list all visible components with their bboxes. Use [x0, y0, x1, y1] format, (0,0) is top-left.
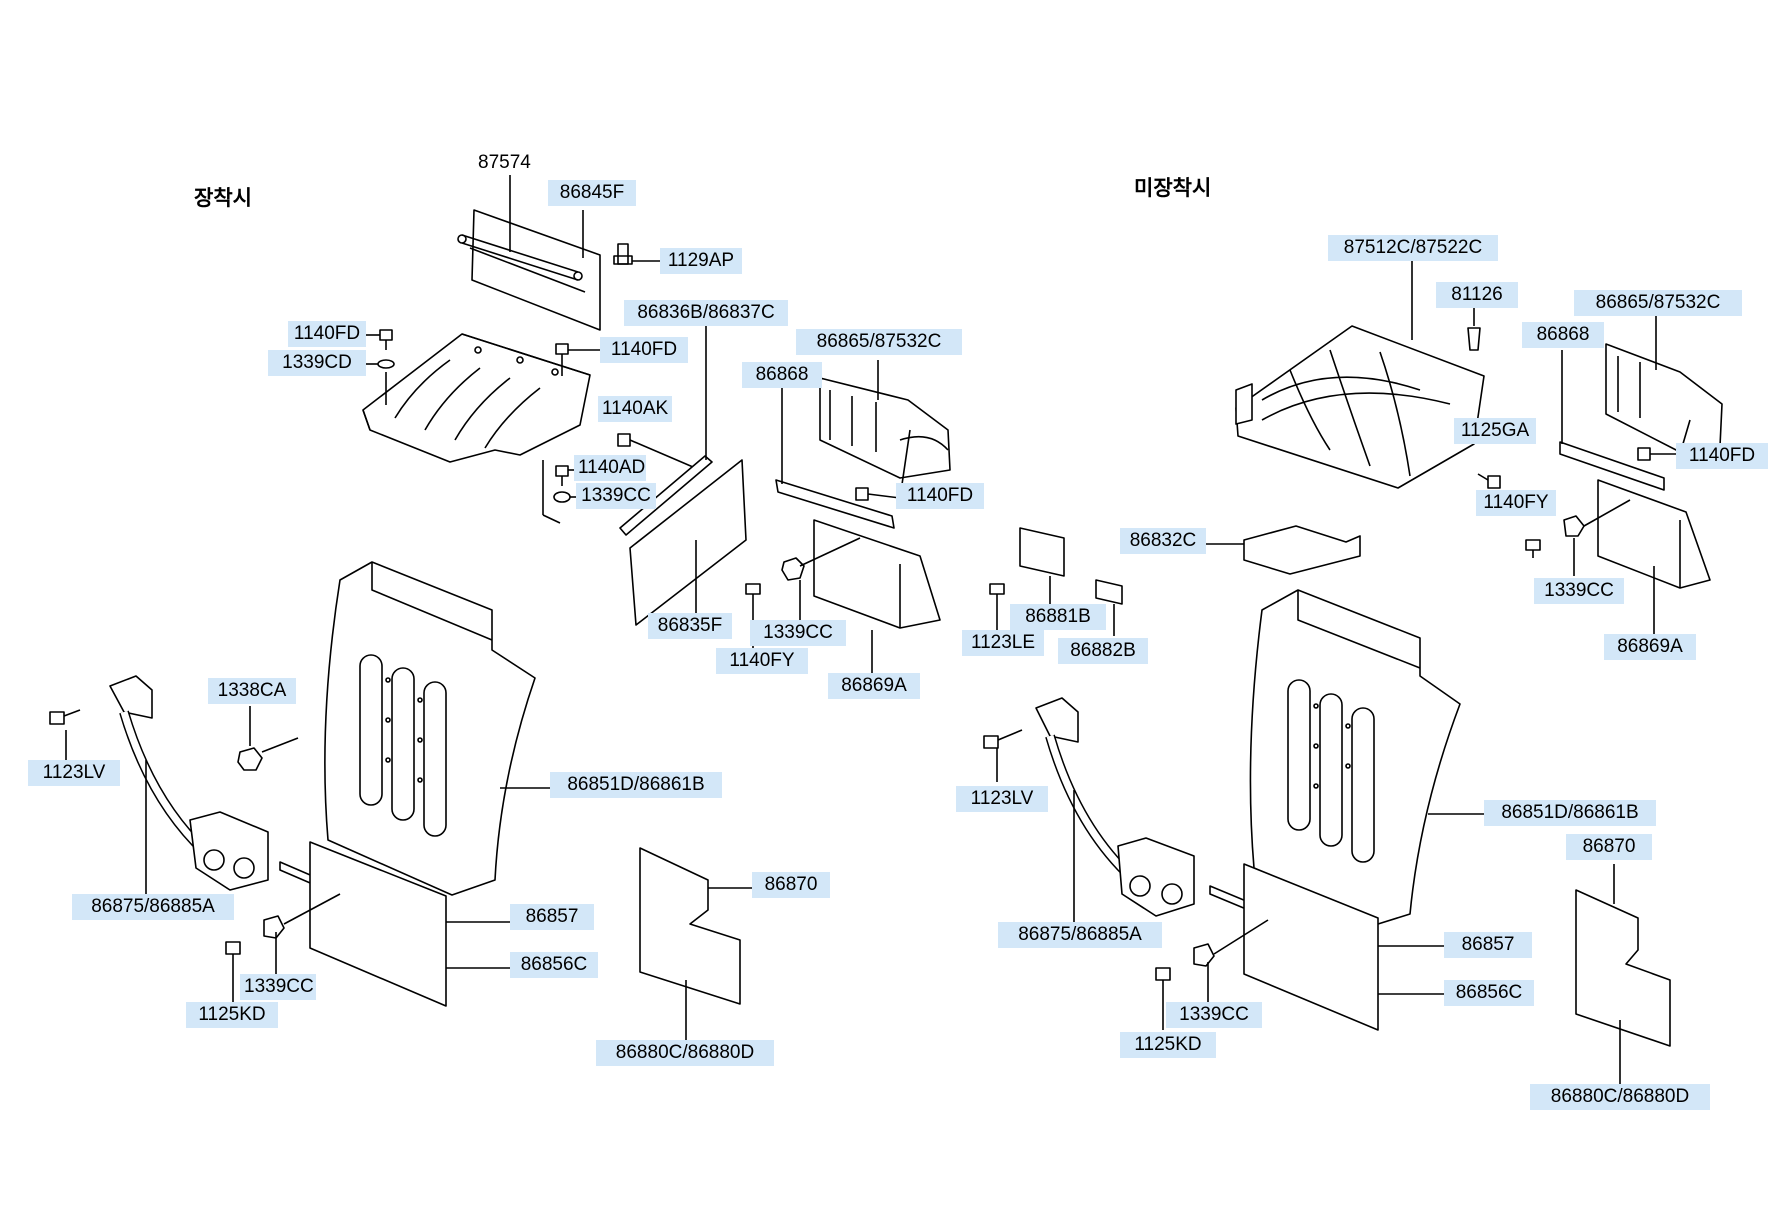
part-label-86868-left[interactable]: 86868 — [742, 362, 822, 388]
bracket-86836b — [619, 316, 747, 626]
part-label-86869a-right[interactable]: 86869A — [1604, 634, 1696, 660]
support-plate-left — [362, 333, 591, 463]
part-label-1140fd-a[interactable]: 1140FD — [288, 321, 366, 347]
part-label-86857-left[interactable]: 86857 — [510, 904, 594, 930]
part-label-1125kd-right[interactable]: 1125KD — [1120, 1032, 1216, 1058]
part-label-1140ak[interactable]: 1140AK — [598, 396, 672, 422]
part-label-86835f[interactable]: 86835F — [648, 613, 732, 639]
part-label-81126[interactable]: 81126 — [1436, 282, 1518, 308]
flap-86856c-right — [1243, 863, 1448, 1031]
clip-81126 — [1467, 302, 1481, 351]
plate-86881b — [1019, 527, 1065, 606]
flap-86856c-left — [309, 841, 512, 1007]
part-label-86865-right[interactable]: 86865/87532C — [1574, 290, 1742, 316]
flap-86880c-right — [1575, 864, 1671, 1086]
bolt-1125ga — [1477, 473, 1501, 489]
part-label-1339cc-b[interactable]: 1339CC — [750, 620, 846, 646]
bolt-1125kd-right — [1155, 967, 1171, 1030]
nut-1339cc-right-a — [1563, 499, 1631, 576]
bolt-1123le — [989, 583, 1005, 632]
part-label-86880c-right[interactable]: 86880C/86880D — [1530, 1084, 1710, 1110]
part-label-86856c-right[interactable]: 86856C — [1444, 980, 1534, 1006]
part-label-1125ga[interactable]: 1125GA — [1454, 418, 1536, 444]
part-label-86875-left[interactable]: 86875/86885A — [72, 894, 234, 920]
part-label-86870-left[interactable]: 86870 — [752, 872, 830, 898]
part-label-1123lv-right[interactable]: 1123LV — [956, 786, 1048, 812]
bolt-1125kd-left — [225, 941, 241, 1004]
part-label-86851d-left[interactable]: 86851D/86861B — [550, 772, 722, 798]
mudguard-86851d-left — [324, 561, 560, 896]
part-label-1140fy-left[interactable]: 1140FY — [716, 648, 808, 674]
flap-86880c-left — [639, 847, 756, 1050]
bracket-86832c — [1202, 525, 1361, 575]
part-label-86832c[interactable]: 86832C — [1120, 528, 1206, 554]
part-label-1140fd-b[interactable]: 1140FD — [600, 337, 688, 363]
bar-86868-right — [1559, 350, 1665, 491]
cover-86865-right — [1605, 316, 1723, 453]
part-label-86856c-left[interactable]: 86856C — [510, 952, 598, 978]
part-label-1140fd-right[interactable]: 1140FD — [1676, 443, 1768, 469]
part-label-86845f[interactable]: 86845F — [548, 180, 636, 206]
part-label-86865-left[interactable]: 86865/87532C — [796, 329, 962, 355]
bolt-1123lv-left — [49, 709, 81, 760]
part-label-1123lv-left[interactable]: 1123LV — [28, 760, 120, 786]
bar-86868-left — [775, 384, 895, 529]
part-label-1339cc-c[interactable]: 1339CC — [240, 974, 316, 1000]
nut-1339cc-right-b — [1193, 919, 1269, 1008]
part-label-86875-right[interactable]: 86875/86885A — [998, 922, 1162, 948]
part-label-1339cc-a[interactable]: 1339CC — [576, 483, 656, 509]
bolt-1140fd-b — [555, 343, 602, 376]
plate-86882b — [1095, 579, 1123, 636]
bolt-1140ak — [617, 433, 701, 471]
part-label-1140ad[interactable]: 1140AD — [574, 455, 646, 481]
section-title-installed: 장착시 — [194, 186, 252, 210]
part-label-86870-right[interactable]: 86870 — [1566, 834, 1652, 860]
part-label-86869a-left[interactable]: 86869A — [828, 673, 920, 699]
nut-1338ca — [237, 706, 299, 771]
guard-86869a-left — [813, 519, 941, 678]
nut-1339cc-c — [263, 893, 341, 982]
part-label-1140fd-c[interactable]: 1140FD — [896, 483, 984, 509]
part-label-1339cc-right-b[interactable]: 1339CC — [1166, 1002, 1262, 1028]
part-label-1338ca[interactable]: 1338CA — [208, 678, 296, 704]
part-label-1339cc-right-a[interactable]: 1339CC — [1534, 578, 1624, 604]
part-label-87512c[interactable]: 87512C/87522C — [1328, 235, 1498, 261]
bolt-1140fd-a — [366, 329, 393, 350]
part-label-1125kd-left[interactable]: 1125KD — [186, 1002, 278, 1028]
part-label-86836b[interactable]: 86836B/86837C — [624, 300, 788, 326]
part-label-86857-right[interactable]: 86857 — [1444, 932, 1532, 958]
arm-86875-right — [1035, 697, 1195, 922]
bolt-1123lv-right — [983, 729, 1023, 782]
part-label-87574[interactable]: 87574 — [478, 152, 531, 173]
part-label-86868-right[interactable]: 86868 — [1522, 322, 1604, 348]
part-label-86881b[interactable]: 86881B — [1010, 604, 1106, 630]
bolt-1140fy-right — [1525, 539, 1541, 558]
part-label-1123le[interactable]: 1123LE — [962, 630, 1044, 656]
part-label-86882b[interactable]: 86882B — [1058, 638, 1148, 664]
washer-1339cd — [366, 359, 395, 369]
guard-86869a-right — [1597, 479, 1711, 634]
part-label-1140fy-right[interactable]: 1140FY — [1476, 490, 1556, 516]
part-label-86851d-right[interactable]: 86851D/86861B — [1484, 800, 1656, 826]
mudguard-86851d-right — [1249, 589, 1490, 925]
part-label-1129ap[interactable]: 1129AP — [660, 248, 742, 274]
tray-87512c — [1235, 256, 1485, 489]
cover-86865-left — [819, 360, 951, 479]
arm-86875-left — [109, 675, 269, 895]
part-label-86880c-left[interactable]: 86880C/86880D — [596, 1040, 774, 1066]
section-title-not-installed: 미장착시 — [1134, 176, 1212, 200]
part-label-1339cd[interactable]: 1339CD — [268, 350, 366, 376]
bracket-86845f — [457, 209, 601, 331]
bolt-1129ap — [613, 243, 663, 265]
